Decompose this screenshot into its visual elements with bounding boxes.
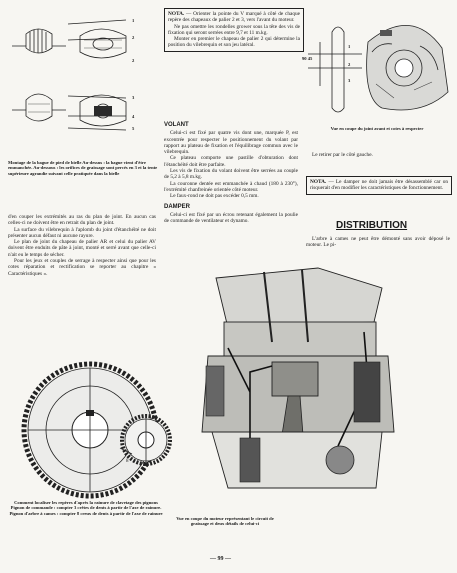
seal-caption: Vue en coupe du joint avant et cotes à r… — [330, 126, 424, 131]
bushing-label-1: 1 — [132, 18, 135, 23]
bushing-label-4: 4 — [132, 114, 135, 119]
svg-text:8: 8 — [126, 459, 129, 464]
damper-right: Le retirer par le côté gauche. — [306, 152, 450, 158]
volant-p1: Celui-ci est fixé par quatre vis dont un… — [164, 130, 298, 156]
nota-top-p3: Monter en premier le chapeau de palier 2… — [168, 36, 300, 49]
seal-label-side: 90 45 — [302, 56, 313, 61]
seal-illustration — [308, 25, 449, 113]
left-column-text: d'en couper les extrémités au ras du pla… — [8, 214, 156, 277]
volant-p4: La couronne dentée est emmanchée à chaud… — [164, 180, 298, 193]
left-p3: Le plan de joint du chapeau de palier AR… — [8, 239, 156, 258]
bushing-label-2b: 2 — [132, 58, 135, 63]
damper-p1: Celui-ci est fixé par un écrou retenant … — [164, 211, 298, 225]
bushing-label-5: 5 — [132, 126, 135, 131]
distribution-p1: L'arbre à cames ne peut être démonté san… — [306, 236, 450, 249]
nota-damper-label: NOTA. — [310, 179, 327, 185]
volant-p3: Les vis de fixation du volant doivent êt… — [164, 168, 298, 181]
nota-top-text: — Orienter la pointe du V marqué à côté … — [168, 11, 300, 24]
engine-caption: Vue en coupe du moteur représentant le c… — [176, 516, 274, 527]
bushing-label-3: 3 — [132, 95, 135, 100]
volant-section: VOLANT Celui-ci est fixé par quatre vis … — [164, 122, 298, 224]
left-p4: Pour les jeux et couples de serrage à re… — [8, 258, 156, 277]
volant-p5: Le faux-rond ne doit pas excéder 0,5 mm. — [170, 193, 259, 200]
damper-p2: Le retirer par le côté gauche. — [312, 152, 373, 158]
nota-top-label: NOTA. — [168, 11, 185, 17]
page-number: — 99 — — [210, 556, 231, 562]
bushing-label-2: 2 — [132, 35, 135, 40]
gears-illustration: 8 — [21, 361, 172, 499]
volant-heading: VOLANT — [164, 122, 189, 128]
seal-label-3: 3 — [348, 78, 351, 83]
figure-gears: 8 — [8, 318, 178, 499]
engine-illustration — [201, 267, 395, 489]
seal-label-1: 1 — [348, 44, 351, 49]
figure-seal: 1 2 3 90 45 — [302, 12, 452, 120]
figure-engine — [168, 262, 428, 498]
nota-damper-text: — Le damper ne doit jamais être désassem… — [310, 179, 449, 192]
figure-bushing: 1 2 3 4 5 2 — [8, 18, 160, 158]
damper-heading: DAMPER — [164, 203, 191, 210]
bushing-caption: Montage de la bague de pied de bielle Au… — [8, 160, 158, 176]
nota-top-box: NOTA. — Orienter la pointe du V marqué à… — [164, 8, 304, 52]
bushing-illustration — [12, 19, 127, 131]
volant-p2: Ce plateau comporte une pastille d'obtur… — [164, 155, 298, 168]
left-p1: d'en couper les extrémités au ras du pla… — [8, 214, 156, 227]
nota-damper-box: NOTA. — Le damper ne doit jamais être dé… — [306, 176, 452, 195]
left-p2: La surface du vilebrequin à l'aplomb du … — [8, 226, 156, 239]
distribution-heading: DISTRIBUTION — [336, 220, 408, 231]
nota-top-p2: Ne pas omettre les rondelles grower sous… — [168, 23, 300, 36]
distribution-text: L'arbre à cames ne peut être démonté san… — [306, 236, 450, 249]
seal-label-2: 2 — [348, 62, 351, 67]
gears-caption: Comment localiser les repères d'après la… — [9, 500, 163, 516]
